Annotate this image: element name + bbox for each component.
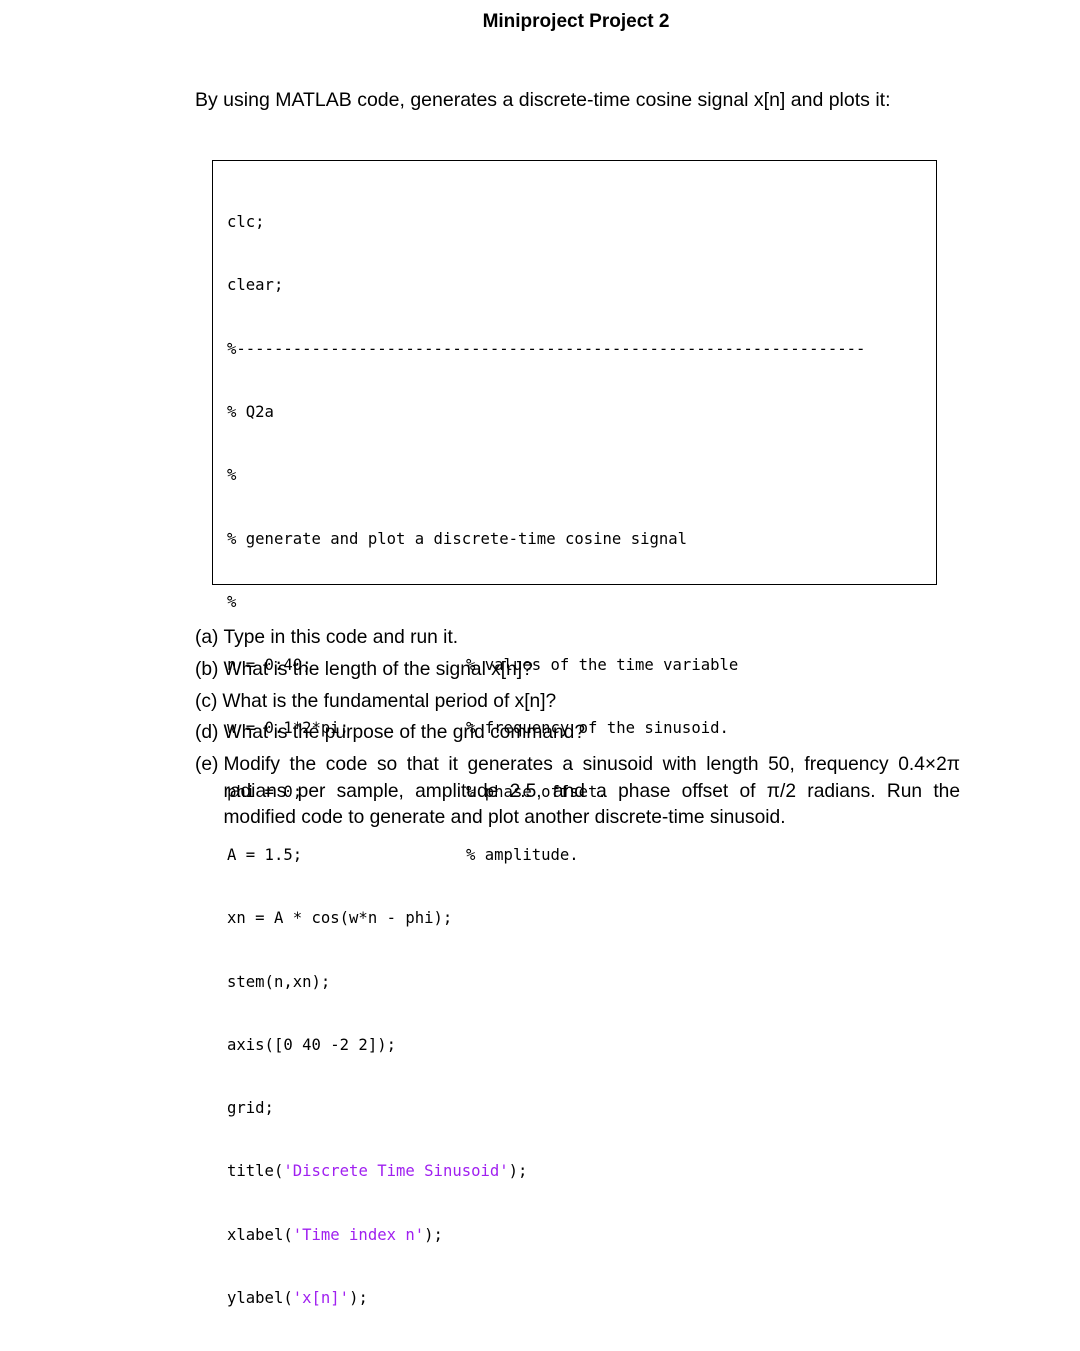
question-text: Modify the code so that it generates a s… [223,754,960,829]
code-line: xn = A * cos(w*n - phi); [227,909,453,928]
code-comment: % frequency of the sinusoid. [466,719,729,738]
code-string-literal: 'x[n]' [292,1288,350,1307]
code-line: % generate and plot a discrete-time cosi… [227,529,688,548]
intro-text: By using MATLAB code, generates a discre… [195,89,891,111]
code-line: clc; [227,213,265,232]
code-comment: % amplitude. [466,846,579,864]
code-line: phi = 0; % phase offset. [227,782,865,803]
code-function: ylabel( [227,1288,293,1307]
code-line: ylabel('x[n]'); [227,1288,865,1309]
question-label: (e) [195,754,219,776]
code-line: n = 0:40; % values of the time variable [227,655,865,676]
code-line: title('Discrete Time Sinusoid'); [227,1161,865,1182]
code-punctuation: ); [508,1162,528,1181]
question-item: (b) What is the length of the signal x[n… [195,657,960,684]
code-line: % [227,592,237,611]
question-label: (d) [195,722,219,744]
question-text: What is the fundamental period of x[n]? [222,690,557,712]
question-text: Type in this code and run it. [223,627,459,648]
code-statement: phi = 0; [227,782,303,801]
page-title: Miniproject Project 2 [482,11,670,32]
question-item: (d) What is the purpose of the grid comm… [195,720,960,747]
question-list: (a) Type in this code and run it. (b) Wh… [195,625,960,837]
question-label: (b) [195,658,219,680]
code-string-literal: 'Time index n' [292,1225,425,1244]
code-line: w = 0.1*2*pi; % frequency of the sinusoid… [227,718,865,739]
question-item: (a) Type in this code and run it. [195,625,960,652]
code-string-literal: 'Discrete Time Sinusoid' [283,1162,509,1181]
question-item: (e) Modify the code so that it generates… [195,752,960,832]
code-statement: w = 0.1*2*pi; [227,719,350,738]
code-function: title( [227,1162,284,1181]
code-line: axis([0 40 -2 2]); [227,1035,396,1054]
code-function: xlabel( [227,1225,293,1244]
question-text: What is the purpose of the grid command? [223,722,586,744]
code-block: clc; clear; %---------------------------… [212,160,937,1307]
code-punctuation: ); [349,1288,368,1307]
code-line: % Q2a [227,403,274,422]
question-item: (c) What is the fundamental period of x[… [195,689,960,716]
code-line: %---------------------------------------… [227,339,866,358]
code-punctuation: ); [424,1225,443,1244]
code-statement: n = 0:40; [227,656,312,675]
question-label: (a) [195,627,219,648]
code-line: stem(n,xn); [227,972,331,991]
code-line: grid; [227,1099,274,1118]
code-line: A = 1.5;% amplitude. [227,845,865,866]
code-line: xlabel('Time index n'); [227,1225,865,1246]
code-line: clear; [227,276,284,295]
question-text: What is the length of the signal x[n]? [223,658,533,680]
question-label: (c) [195,690,218,712]
code-comment: % values of the time variable [466,656,739,675]
code-line: % [227,466,237,485]
code-comment: % phase offset. [466,782,607,801]
